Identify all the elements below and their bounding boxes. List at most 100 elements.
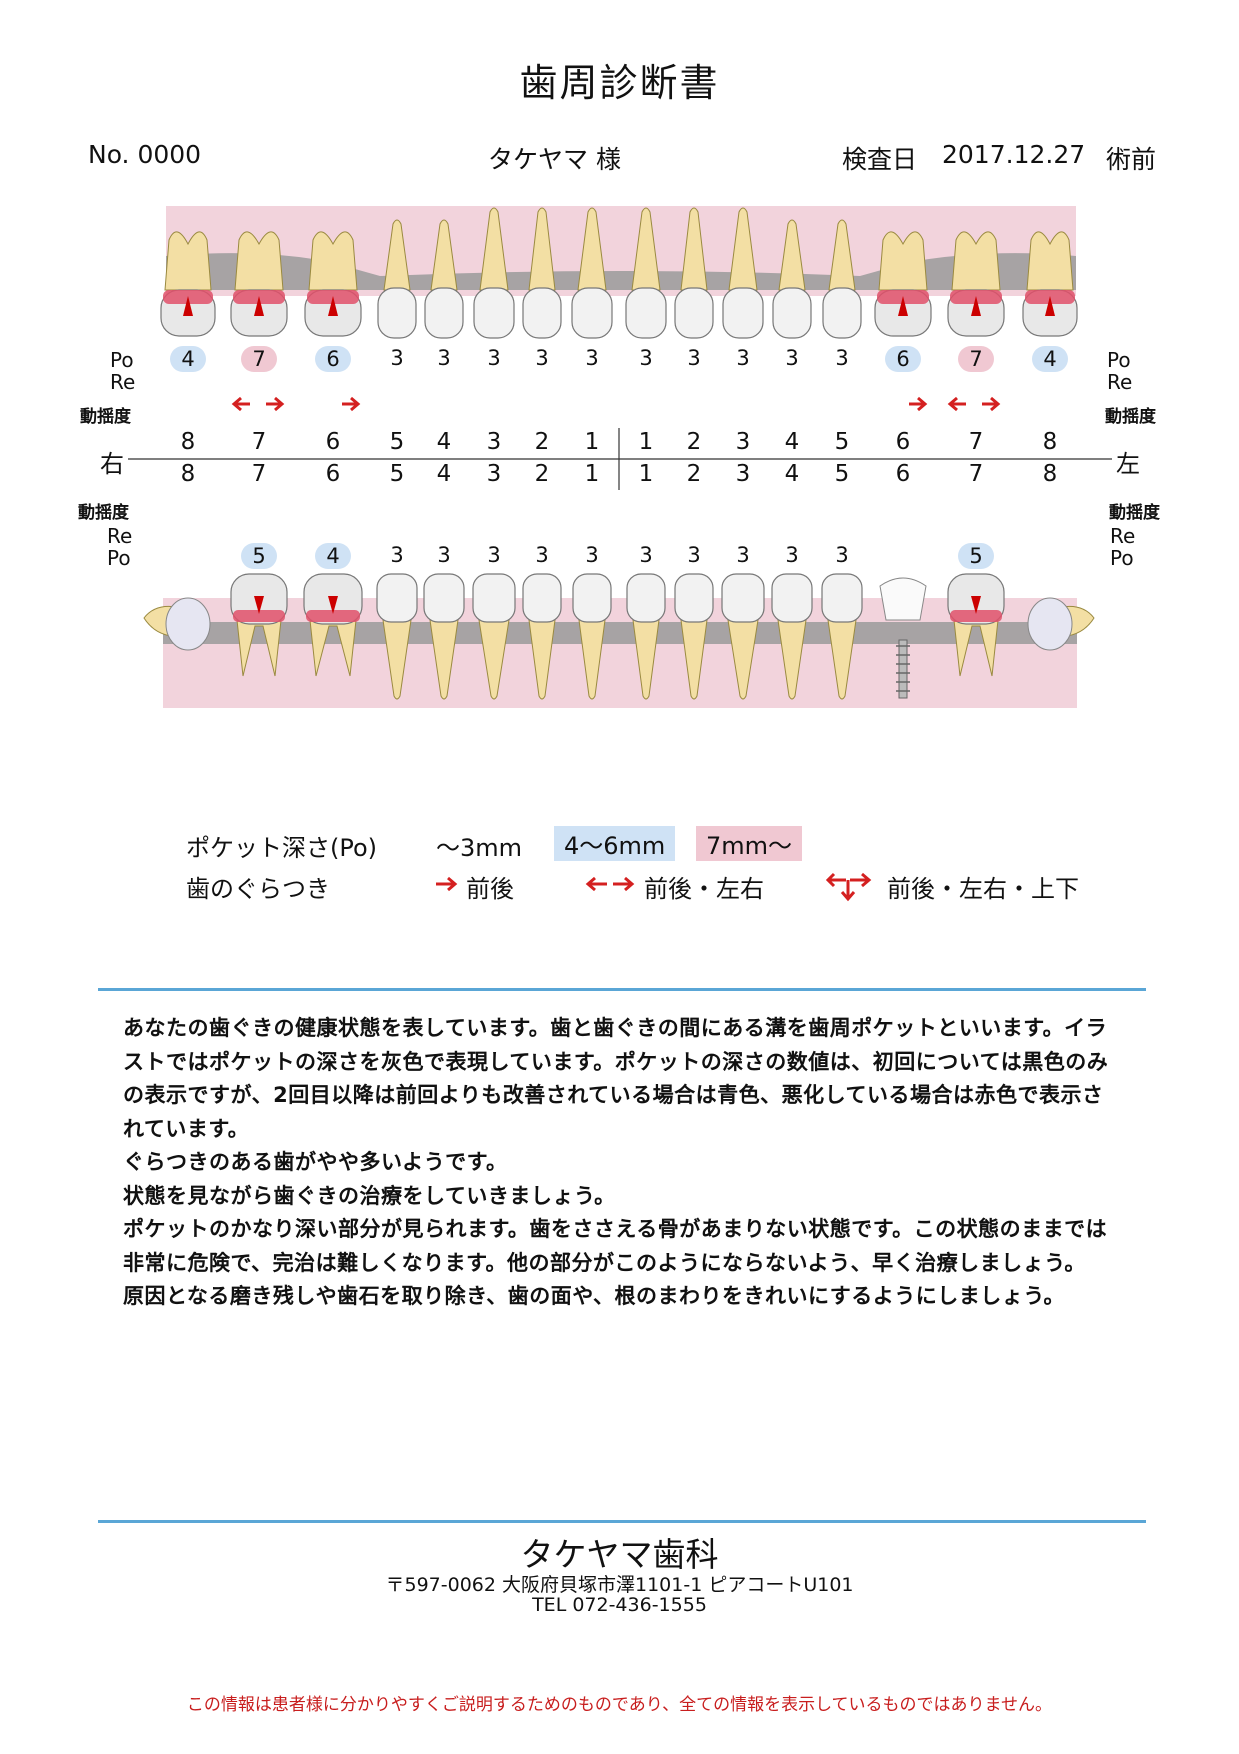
- lower-tooth-number: 5: [389, 461, 405, 487]
- lower-pocket-depth: 4: [315, 543, 351, 569]
- explanation-text: あなたの歯ぐきの健康状態を表しています。歯と歯ぐきの間にある溝を歯周ポケットとい…: [123, 1012, 1123, 1314]
- mobility-arrow: [266, 396, 285, 412]
- lower-pocket-depth: 3: [687, 543, 701, 567]
- arrow-left-right-icon: [585, 876, 635, 892]
- po-label-upper-right: Po: [110, 348, 134, 372]
- lower-tooth-number: 2: [686, 461, 702, 487]
- upper-tooth-number: 8: [180, 429, 196, 455]
- upper-tooth-number: 1: [638, 429, 654, 455]
- upper-tooth-crown: [625, 287, 667, 339]
- lower-furcation-mark: [254, 596, 264, 614]
- lower-tooth-root: [478, 619, 510, 700]
- patient-name: タケヤマ 様: [488, 145, 621, 174]
- upper-tooth-number: 7: [251, 429, 267, 455]
- lower-tooth-number: 5: [834, 461, 850, 487]
- upper-jaw-illustration: [160, 206, 1078, 339]
- mobility-arrow: [947, 396, 966, 412]
- lower-tooth-crown: [472, 573, 516, 623]
- side-label-left: 左: [1116, 450, 1140, 478]
- lower-tooth-crown: [572, 573, 612, 623]
- lower-pocket-depth: 3: [437, 543, 451, 567]
- upper-pocket-depth: 3: [687, 346, 701, 370]
- lower-tooth-crown: [423, 573, 465, 623]
- upper-tooth-crown: [473, 287, 515, 339]
- upper-furcation-mark: [254, 296, 264, 316]
- upper-furcation-mark: [328, 296, 338, 316]
- upper-tooth-root: [164, 231, 212, 291]
- upper-tooth-crown: [571, 287, 613, 339]
- lower-tooth-number: 8: [180, 461, 196, 487]
- pocket-range-low: 〜3mm: [436, 834, 523, 862]
- upper-tooth-root: [308, 231, 358, 291]
- upper-tooth-number: 5: [834, 429, 850, 455]
- lower-pocket-depth: 3: [535, 543, 549, 567]
- upper-tooth-number: 3: [486, 429, 502, 455]
- re-label-lower-right: Re: [107, 524, 133, 548]
- lower-pocket-depth: 3: [835, 543, 849, 567]
- lower-tooth-number: 4: [436, 461, 452, 487]
- upper-pocket-depth: 6: [315, 346, 351, 372]
- mobility-label-upper-right: 動揺度: [80, 407, 131, 427]
- upper-furcation-mark: [898, 296, 908, 316]
- po-label-lower-right: Po: [107, 546, 131, 570]
- mobility-label-lower-left: 動揺度: [1109, 503, 1160, 523]
- upper-pocket-depth: 7: [958, 346, 994, 372]
- re-label-upper-right: Re: [110, 370, 136, 394]
- lower-tooth-root: [528, 619, 556, 700]
- lower-tooth-crown: [771, 573, 813, 623]
- pocket-depth-label: ポケット深さ(Po): [186, 834, 378, 862]
- clinic-address: 〒597-0062 大阪府貝塚市澤1101-1 ピアコートU101: [385, 1574, 854, 1596]
- upper-tooth-root: [234, 231, 284, 291]
- upper-pocket-depth: 7: [241, 346, 277, 372]
- mobility-legend-1: 前後: [466, 875, 514, 903]
- upper-tooth-root: [528, 207, 556, 291]
- mobility-label-upper-left: 動揺度: [1105, 407, 1156, 427]
- upper-tooth-root: [878, 231, 928, 291]
- upper-tooth-root: [1026, 231, 1074, 291]
- lower-tooth-root: [382, 619, 412, 700]
- implant-crown: [879, 577, 927, 621]
- mobility-arrow: [231, 396, 250, 412]
- upper-furcation-mark: [183, 296, 193, 316]
- upper-pocket-depth: 4: [170, 346, 206, 372]
- lower-tooth-number: 4: [784, 461, 800, 487]
- explanation-paragraph: ぐらつきのある歯がやや多いようです。: [123, 1150, 508, 1174]
- mobility-legend-2: 前後・左右: [644, 875, 764, 903]
- upper-tooth-number: 6: [895, 429, 911, 455]
- page-title: 歯周診断書: [519, 61, 720, 105]
- upper-tooth-number: 4: [784, 429, 800, 455]
- lower-tooth-number: 7: [968, 461, 984, 487]
- lower-pocket-depth: 3: [736, 543, 750, 567]
- upper-pocket-depth: 3: [835, 346, 849, 370]
- upper-pocket-depth: 3: [535, 346, 549, 370]
- upper-tooth-root: [951, 231, 1001, 291]
- upper-tooth-root: [680, 207, 708, 291]
- upper-tooth-root: [778, 219, 806, 291]
- exam-stage: 術前: [1106, 145, 1157, 174]
- lower-tooth-number: 2: [534, 461, 550, 487]
- lower-tooth-number: 1: [584, 461, 600, 487]
- upper-tooth-root: [479, 207, 509, 291]
- upper-furcation-mark: [971, 296, 981, 316]
- upper-tooth-root: [828, 219, 856, 291]
- upper-tooth-number: 7: [968, 429, 984, 455]
- upper-tooth-root: [631, 207, 661, 291]
- upper-tooth-crown: [674, 287, 714, 339]
- arrow-three-way-icon: [826, 872, 872, 902]
- implant-fixture: [898, 639, 908, 699]
- upper-tooth-crown: [822, 287, 862, 339]
- mobility-arrows: [231, 396, 1001, 412]
- mobility-legend-3: 前後・左右・上下: [887, 875, 1079, 903]
- upper-pocket-depth: 3: [639, 346, 653, 370]
- upper-tooth-number: 2: [686, 429, 702, 455]
- lower-tooth-crown: [674, 573, 714, 623]
- upper-tooth-crown: [772, 287, 812, 339]
- lower-crown-inflammation: [233, 610, 285, 622]
- mobility-arrow: [909, 396, 928, 412]
- lower-tooth-crown: [821, 573, 863, 623]
- po-label-lower-left: Po: [1110, 546, 1134, 570]
- upper-tooth-number: 4: [436, 429, 452, 455]
- lower-tooth-number: 3: [486, 461, 502, 487]
- upper-tooth-number: 8: [1042, 429, 1058, 455]
